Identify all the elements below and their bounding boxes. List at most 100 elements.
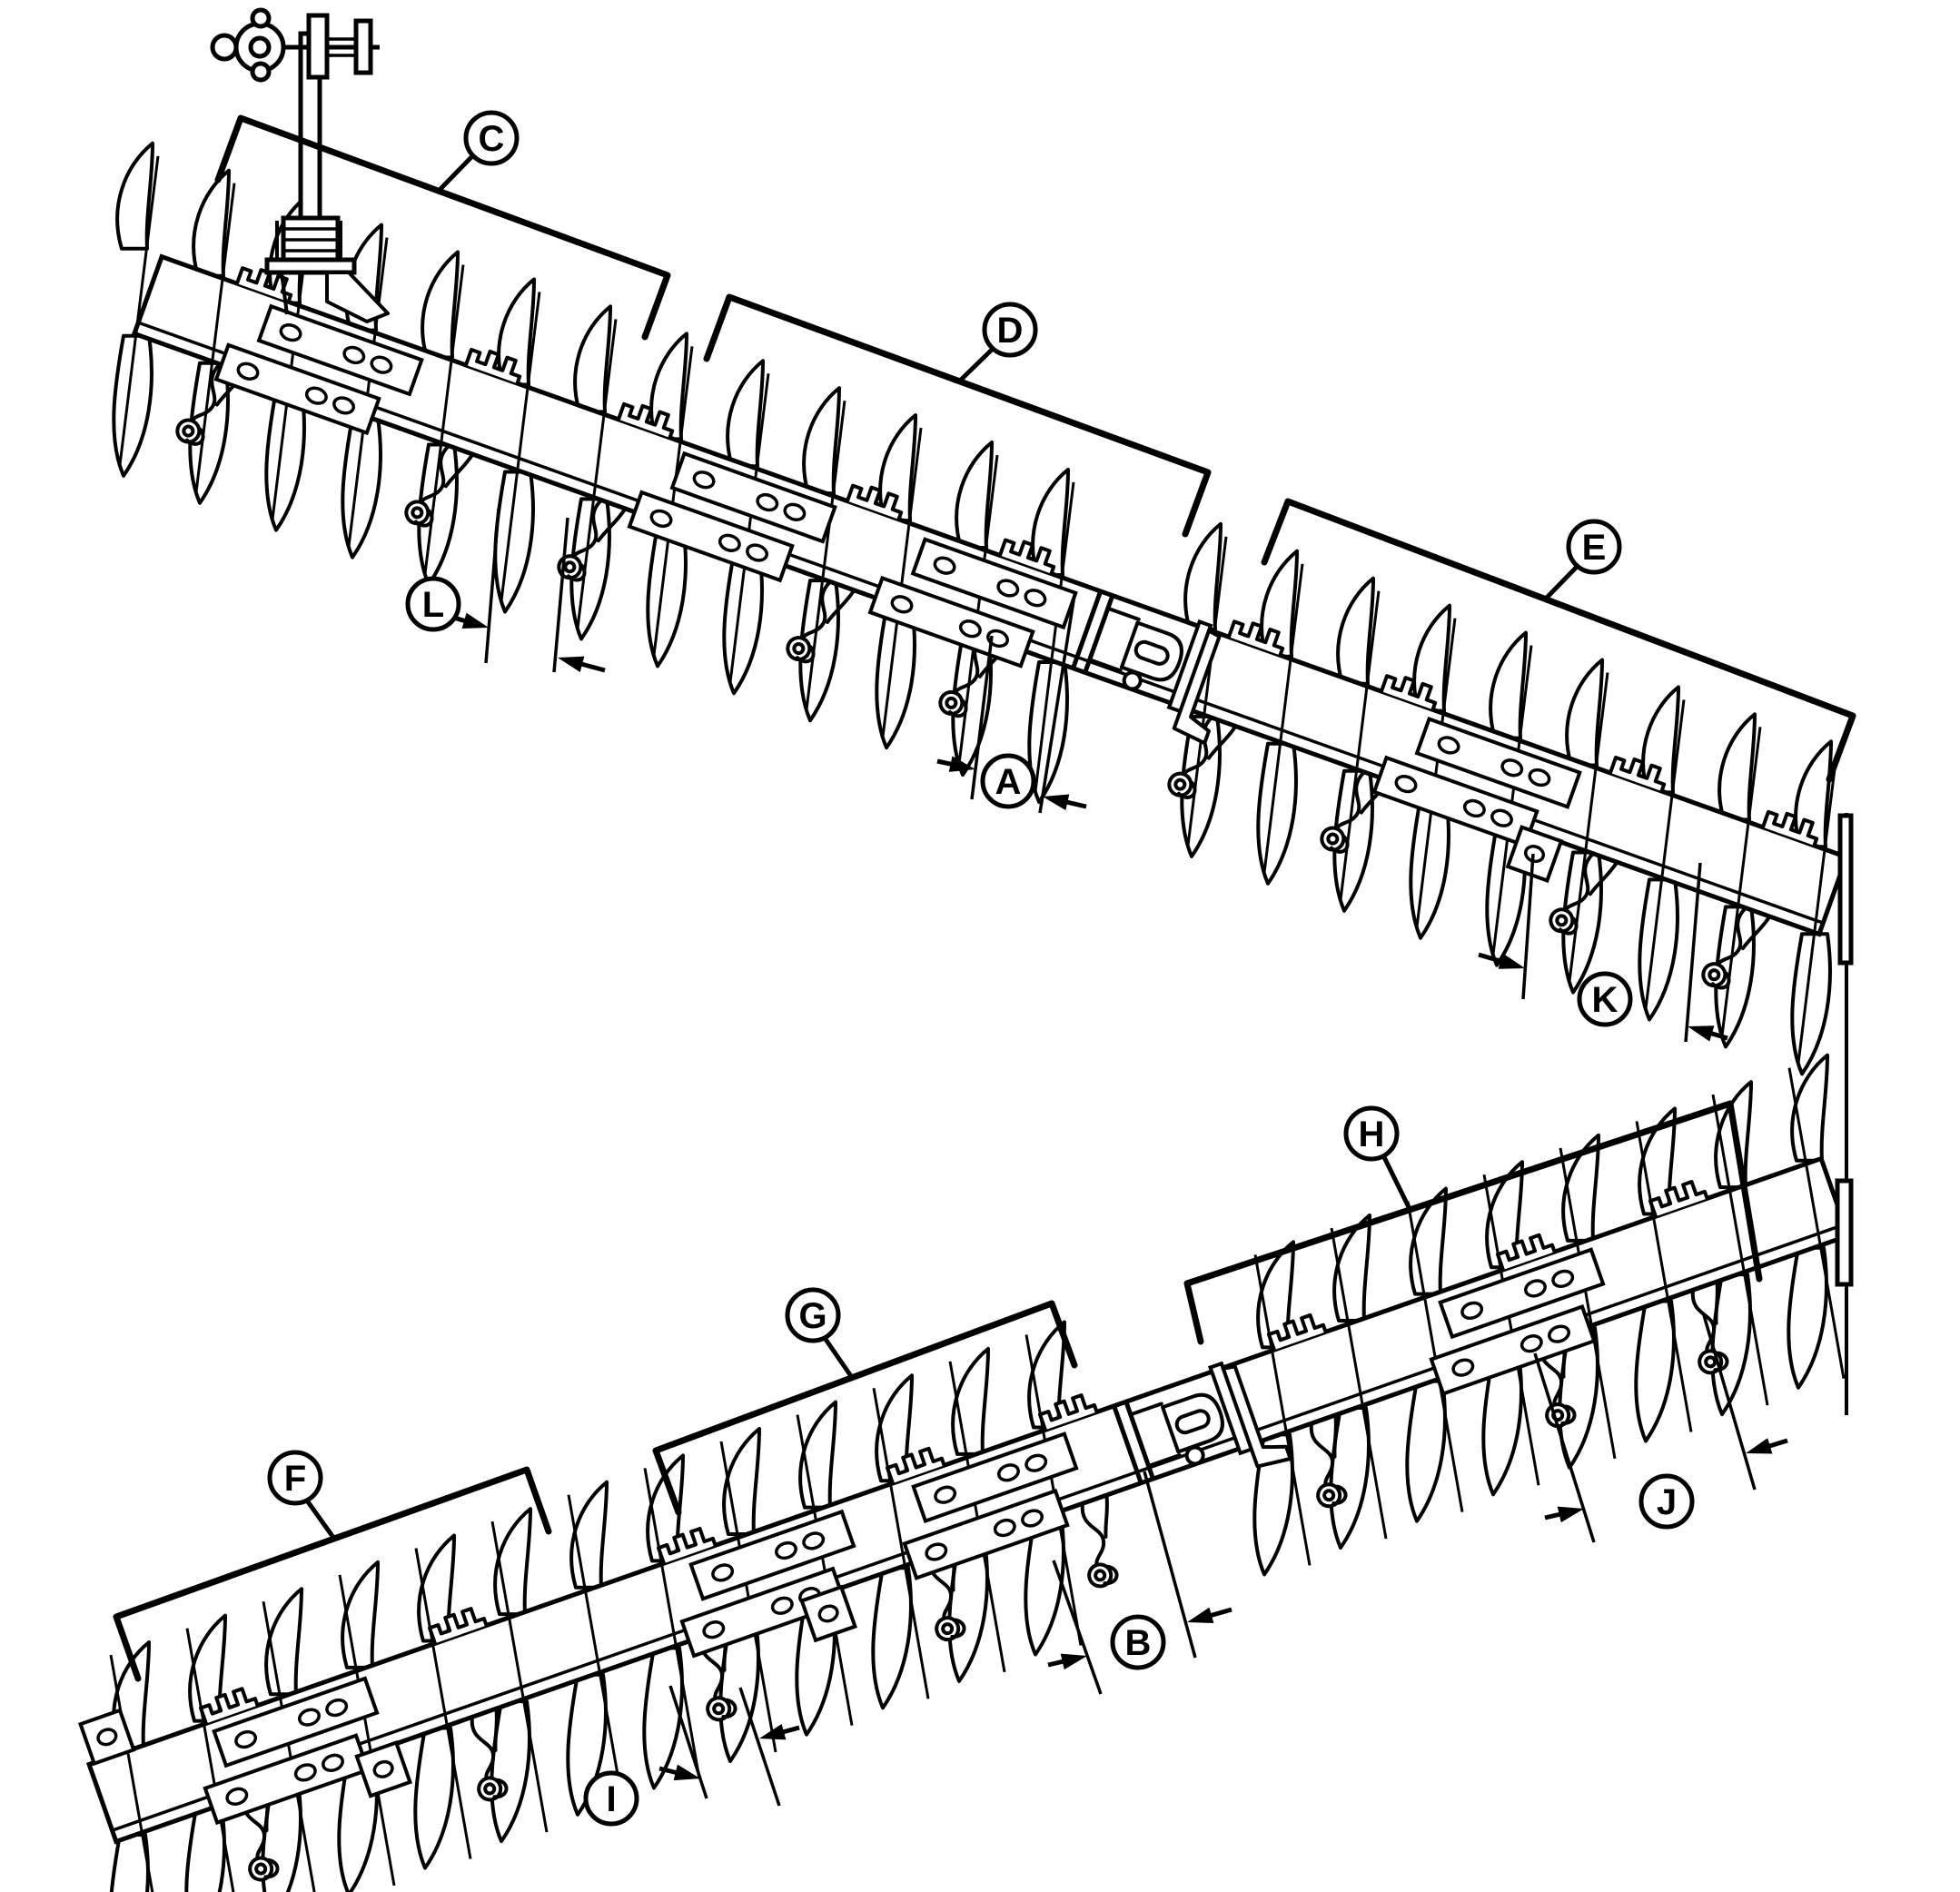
eye-bolt-hole xyxy=(411,506,424,520)
plate-hole xyxy=(225,1787,249,1806)
eye-bolt-ring xyxy=(1701,962,1727,988)
hanger-arm xyxy=(1080,1501,1106,1569)
eye-bolt-hole xyxy=(1704,1355,1717,1369)
dim-label-A: A xyxy=(936,594,1087,814)
dimension-extension-line xyxy=(1702,1314,1757,1491)
disc-upper-fin xyxy=(192,168,231,278)
dimension-extension-line xyxy=(1521,853,1535,1000)
plate-hole xyxy=(775,1540,797,1560)
label-letter: C xyxy=(479,119,505,159)
disc-lower-fin xyxy=(184,1806,226,1892)
gang-coupler xyxy=(1111,1361,1292,1485)
plate-hole xyxy=(325,1698,349,1718)
disc-lower-fin xyxy=(642,1646,684,1790)
bracket-line xyxy=(214,114,671,341)
section-bracket-E xyxy=(1261,498,1856,783)
disc-plane-line xyxy=(652,346,694,656)
label-circle xyxy=(267,1450,323,1506)
disc-plane-line xyxy=(109,1654,154,1892)
label-circle xyxy=(463,110,520,166)
hanger-hook xyxy=(950,1618,966,1639)
plate-hole xyxy=(996,579,1020,598)
dimension-extension-line xyxy=(1143,1471,1197,1659)
eye-bolt-ring xyxy=(786,636,812,662)
dimension-arrowhead xyxy=(1746,1438,1773,1454)
hanger-hook xyxy=(1103,1564,1119,1586)
dimension-extension-line xyxy=(1038,594,1076,814)
section-bracket-G xyxy=(652,1300,1078,1516)
shaft-neck xyxy=(1087,606,1141,673)
disc-lower-fin xyxy=(1787,1245,1828,1390)
disc-plane-line xyxy=(1787,1067,1846,1379)
eye-bolt-ring xyxy=(1167,771,1193,797)
u-bolt-crest xyxy=(427,1607,489,1646)
eye-bolt-ring xyxy=(1316,1482,1342,1509)
u-bolt-crest xyxy=(1226,619,1285,658)
eye-bolt-hole xyxy=(941,1622,955,1636)
plate-hole xyxy=(802,1531,826,1550)
label-circle xyxy=(1110,1614,1166,1670)
hanger-hook xyxy=(263,1857,280,1879)
plate-hole xyxy=(1021,1509,1044,1528)
hanger-hook xyxy=(566,563,587,582)
coupler-foot xyxy=(1172,629,1222,746)
plate-hole xyxy=(1551,1269,1575,1288)
plate-hole xyxy=(958,619,982,639)
bearing-clamp xyxy=(1701,809,1819,990)
hanger-rod xyxy=(1740,914,1772,951)
plate-hole xyxy=(1462,798,1486,818)
gang-end-plate xyxy=(1837,813,1854,966)
hanger-hook xyxy=(1176,781,1197,799)
disc-plane-line xyxy=(1253,1254,1312,1566)
coupler-pin xyxy=(1184,1445,1205,1466)
disc-lower-fin xyxy=(871,1566,913,1710)
plate-hole xyxy=(718,533,741,552)
plate-hole xyxy=(997,1463,1020,1482)
eye-bolt-hole xyxy=(1708,968,1721,982)
label-letter: I xyxy=(606,1779,616,1819)
disc-plane-line xyxy=(567,1494,625,1807)
dimension-arrowhead xyxy=(1187,1607,1214,1623)
label-leader xyxy=(822,1336,854,1378)
plate-hole xyxy=(986,629,1009,649)
eye-bolt-hole xyxy=(1094,1569,1107,1582)
mounting-plate xyxy=(1371,716,1582,848)
section-bracket-F xyxy=(113,1466,552,1682)
coupler-foot xyxy=(1221,1364,1292,1469)
bearing-clamp xyxy=(786,483,904,664)
eye-bolt-hole xyxy=(182,424,195,438)
dimension-extension-line xyxy=(738,1687,781,1807)
plate-hole xyxy=(756,492,779,512)
label-circle xyxy=(405,576,461,632)
disc-upper-fin xyxy=(1717,712,1757,822)
eye-bolt-hole xyxy=(712,1702,726,1716)
plate-hole xyxy=(783,502,807,521)
plate-hole xyxy=(1025,1453,1048,1472)
disc-upper-fin xyxy=(726,359,765,469)
plate-hole xyxy=(293,1763,317,1782)
dimension-extension-line xyxy=(1052,1560,1103,1695)
mounting-plate xyxy=(1429,1247,1606,1396)
plate-hole xyxy=(934,1485,957,1504)
disc-lower-fin xyxy=(413,1726,455,1870)
foot-leg xyxy=(280,272,289,315)
hanger-arm xyxy=(418,443,451,506)
plate-hole xyxy=(342,345,366,365)
mounting-plate xyxy=(203,1676,380,1826)
bearing-clamp xyxy=(1549,755,1667,936)
disc-blade xyxy=(1024,1320,1066,1657)
hanger-hook xyxy=(413,509,434,528)
hanger-standard xyxy=(210,7,390,323)
hanger-rod xyxy=(825,588,856,624)
eye-bolt-ring xyxy=(938,689,965,716)
dimension-arrowhead xyxy=(461,612,489,629)
eye-bolt-hole xyxy=(1555,914,1569,927)
label-letter: G xyxy=(798,1296,827,1336)
eye-bolt-ring xyxy=(1087,1562,1114,1589)
part-label-F: F xyxy=(267,1450,337,1540)
bearing-clamp xyxy=(198,1687,280,1882)
bearing-clamp xyxy=(427,1607,509,1802)
part-label-G: G xyxy=(785,1287,854,1378)
eye-bolt-hole xyxy=(563,560,577,574)
